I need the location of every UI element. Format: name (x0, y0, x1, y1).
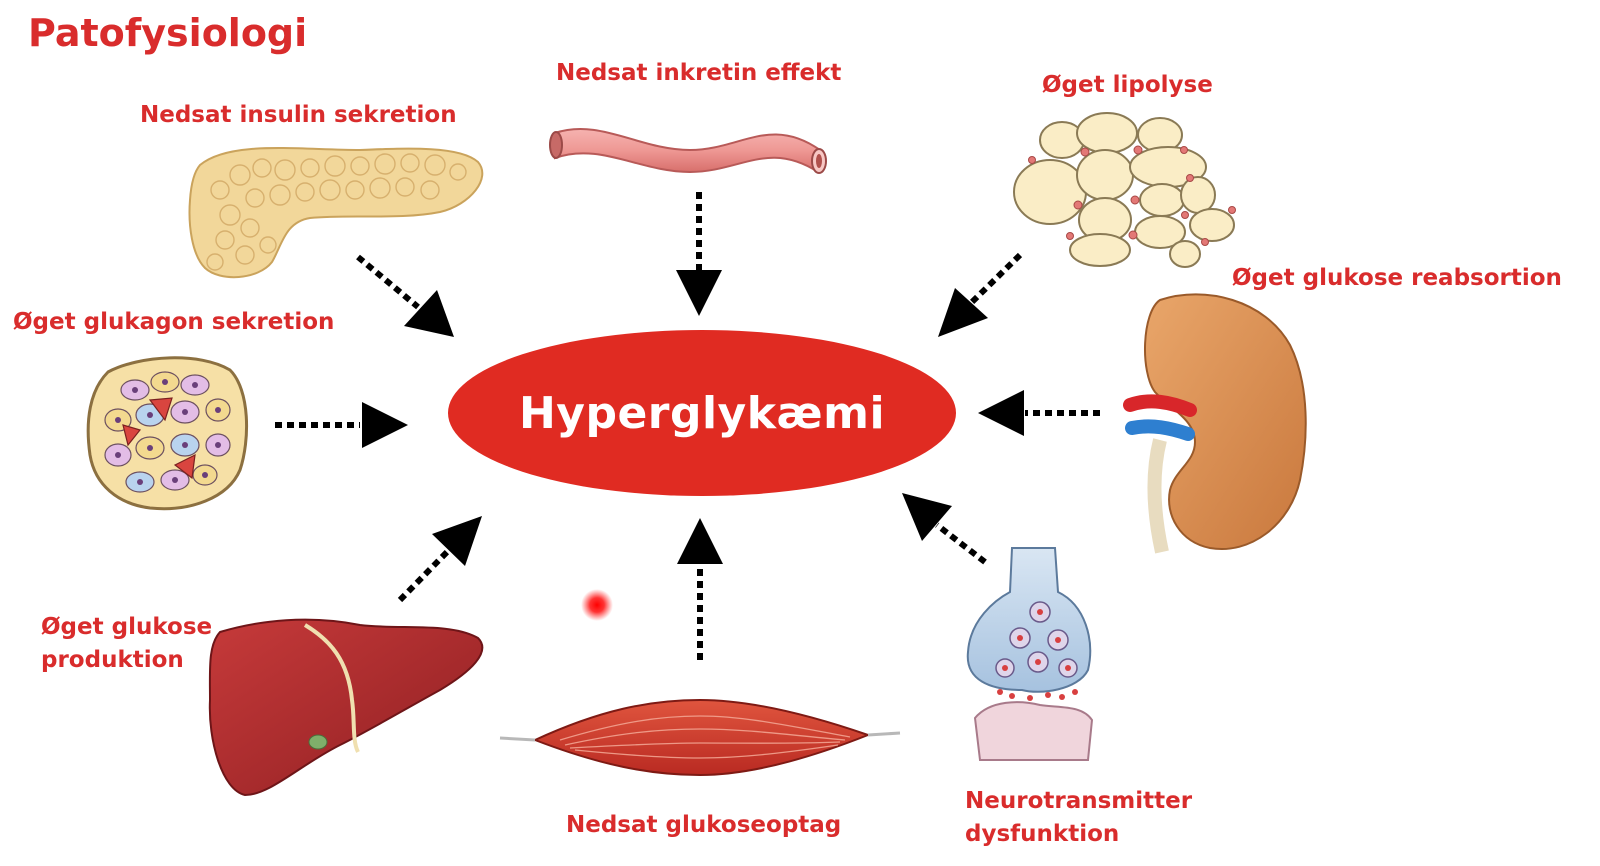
arrow-glukoseoptag (677, 518, 723, 660)
pancreas-icon (188, 147, 484, 279)
arrow-neuro (902, 493, 987, 565)
label-inkretin: Nedsat inkretin effekt (556, 60, 842, 86)
arrow-lipolyse (938, 252, 1023, 337)
arrow-reabsorption (978, 390, 1100, 436)
label-produktion-line2: produktion (41, 647, 184, 673)
arrow-insulin (356, 254, 454, 337)
fat-cells-icon (1013, 112, 1236, 268)
arrow-produktion (397, 516, 482, 603)
label-reabsorption: Øget glukose reabsortion (1232, 265, 1562, 291)
blood-vessel-icon (549, 128, 827, 174)
label-glukoseoptag: Nedsat glukoseoptag (566, 812, 842, 838)
label-glukagon: Øget glukagon sekretion (13, 309, 335, 335)
arrow-glukagon (275, 402, 408, 448)
center-label: Hyperglykæmi (518, 387, 886, 439)
synapse-icon (966, 547, 1094, 761)
muscle-icon (499, 698, 901, 777)
label-produktion-line1: Øget glukose (41, 614, 213, 640)
pointer-dot-icon (581, 589, 613, 621)
page-title: Patofysiologi (28, 11, 308, 55)
center-ellipse (448, 330, 956, 496)
arrow-inkretin (676, 192, 722, 316)
label-neuro-line2: dysfunktion (965, 821, 1120, 847)
liver-icon (208, 618, 484, 797)
kidney-icon (1123, 293, 1307, 554)
label-insulin: Nedsat insulin sekretion (140, 102, 457, 128)
label-neuro-line1: Neurotransmitter (965, 788, 1193, 814)
label-lipolyse: Øget lipolyse (1042, 72, 1213, 98)
islet-cells-icon (86, 356, 248, 511)
